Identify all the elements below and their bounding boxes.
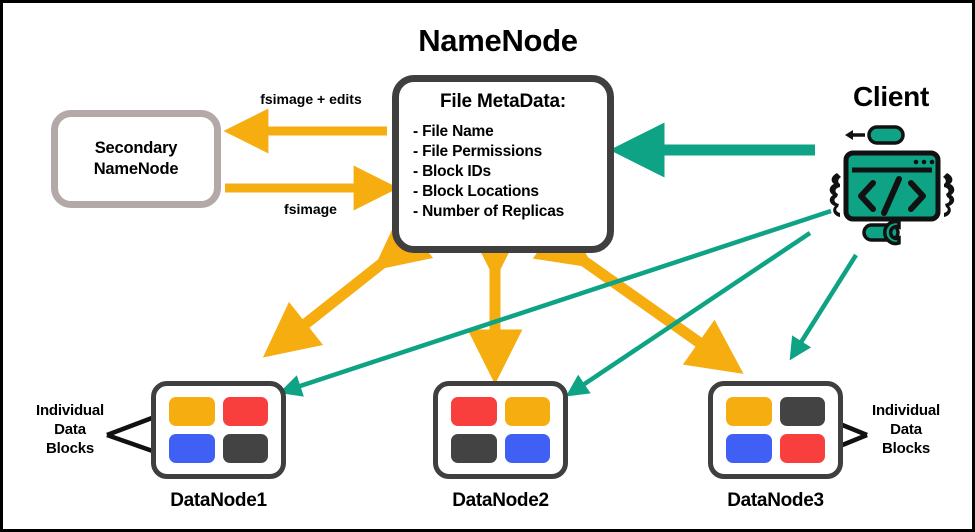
datanode3-label: DataNode3 — [727, 490, 824, 511]
data-block — [451, 397, 497, 426]
wrench-icon — [862, 219, 901, 246]
arrow-client-to-datanode1 — [279, 208, 832, 397]
secondary-namenode-label-line2: NameNode — [93, 160, 179, 178]
idb-left-line3: Blocks — [46, 440, 94, 457]
individual-data-blocks-label-left: Individual Data Blocks — [15, 401, 125, 458]
metadata-item: - File Permissions — [413, 143, 543, 160]
data-block — [779, 434, 825, 463]
datanode3-box — [708, 381, 843, 479]
namenode-title: NameNode — [418, 23, 578, 58]
client-title: Client — [853, 81, 929, 112]
idb-left-line2: Data — [54, 421, 86, 438]
arrow-client-to-datanode3 — [789, 253, 858, 361]
edge-label-fsimage-edits: fsimage + edits — [260, 91, 362, 107]
datanode2-label: DataNode2 — [452, 490, 549, 511]
file-metadata-title: File MetaData: — [439, 91, 566, 112]
arrow-namenode-datanode3 — [532, 213, 744, 374]
secondary-namenode-box: Secondary NameNode — [51, 110, 221, 208]
metadata-item: - File Name — [413, 123, 494, 140]
metadata-item: - Number of Replicas — [413, 203, 565, 220]
arrow-namenode-datanode1 — [262, 214, 434, 358]
idb-right-line1: Individual — [871, 402, 940, 419]
data-block — [169, 434, 215, 463]
metadata-item: - Block IDs — [413, 163, 491, 180]
data-block — [779, 397, 825, 426]
secondary-namenode-label-line1: Secondary — [94, 139, 178, 157]
data-block — [222, 397, 268, 426]
data-block — [504, 397, 550, 426]
data-block — [726, 397, 772, 426]
namenode-box: File MetaData: - File Name - File Permis… — [392, 75, 614, 253]
idb-right-line3: Blocks — [882, 440, 930, 457]
file-metadata-list: - File Name - File Permissions - Block I… — [413, 122, 607, 222]
idb-left-line1: Individual — [35, 402, 104, 419]
pill-accent-icon — [845, 125, 905, 145]
data-block — [504, 434, 550, 463]
data-block — [222, 434, 268, 463]
datanode2-box — [433, 381, 568, 479]
idb-right-line2: Data — [890, 421, 922, 438]
gear-right-icon — [943, 173, 955, 217]
metadata-item: - Block Locations — [413, 183, 539, 200]
individual-data-blocks-label-right: Individual Data Blocks — [851, 401, 961, 458]
data-block — [169, 397, 215, 426]
data-block — [451, 434, 497, 463]
edge-label-fsimage: fsimage — [284, 201, 337, 217]
code-window-icon — [843, 150, 941, 222]
datanode1-label: DataNode1 — [170, 490, 267, 511]
client-icon — [821, 121, 963, 251]
datanode1-box — [151, 381, 286, 479]
data-block — [726, 434, 772, 463]
gear-left-icon — [829, 173, 841, 217]
secondary-namenode-label: Secondary NameNode — [94, 138, 179, 180]
arrow-client-to-datanode2 — [565, 231, 812, 397]
